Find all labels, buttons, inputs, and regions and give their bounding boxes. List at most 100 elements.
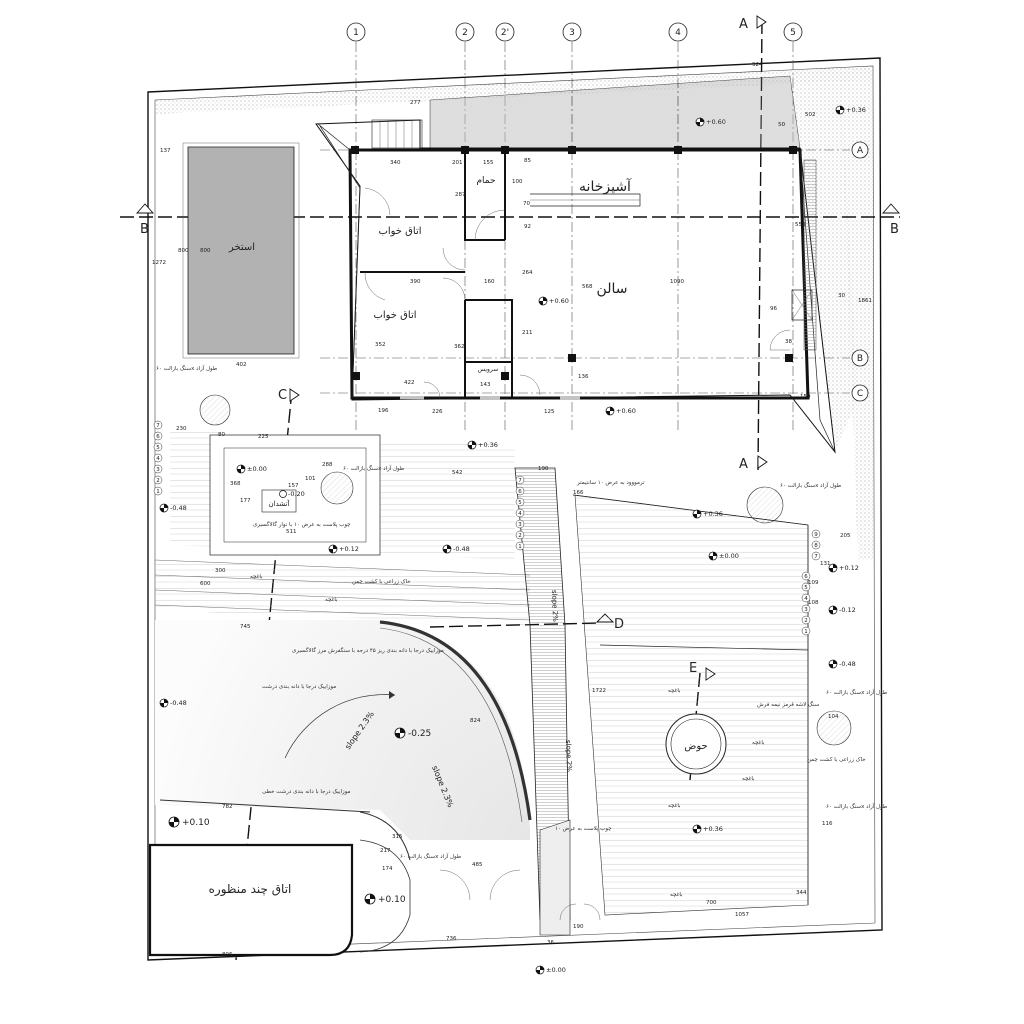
grid-bubble-row-a: A: [851, 141, 869, 159]
note-basalt-4: سنگ بازالت ۶۰x طول آزاد: [826, 689, 887, 696]
svg-text:+0.36: +0.36: [703, 510, 723, 518]
room-label-pond: حوض: [684, 741, 707, 752]
note-basalt-1: سنگ بازالت ۶۰x طول آزاد: [156, 365, 217, 372]
svg-text:402: 402: [236, 362, 247, 368]
room-label-kitchen: آشپزخانه: [579, 178, 632, 195]
svg-text:264: 264: [522, 270, 533, 276]
svg-text:80: 80: [218, 432, 225, 438]
svg-text:+0.36: +0.36: [846, 106, 866, 114]
grid-bubbles-rows: A B C: [851, 141, 869, 402]
grid-bubble-2prime: 2': [495, 22, 515, 42]
svg-text:2: 2: [804, 618, 808, 624]
svg-text:+0.10: +0.10: [182, 818, 210, 828]
grid-bubble-5: 5: [783, 22, 803, 42]
svg-text:C: C: [857, 389, 863, 399]
svg-text:50: 50: [778, 122, 785, 128]
svg-text:1861: 1861: [858, 298, 872, 304]
svg-text:924: 924: [752, 62, 763, 68]
svg-text:174: 174: [382, 866, 393, 872]
note-red-stone: سنگ لاشه قرمز نیمه فرش: [757, 701, 820, 708]
svg-text:3: 3: [518, 522, 522, 528]
note-basalt-5: سنگ بازالت ۶۰x طول آزاد: [826, 803, 887, 810]
note-basalt-2: سنگ بازالت ۶۰x طول آزاد: [343, 465, 404, 472]
level-marker-7: -0.20: [279, 490, 305, 498]
svg-text:568: 568: [582, 284, 593, 290]
svg-text:70: 70: [523, 201, 530, 207]
level-marker-15: -0.48: [828, 659, 856, 669]
svg-text:101: 101: [305, 476, 316, 482]
slope-label-walkway-1: slope 2%: [550, 590, 559, 623]
svg-text:-0.48: -0.48: [170, 504, 187, 512]
svg-text:157: 157: [288, 483, 299, 489]
svg-text:1272: 1272: [152, 260, 166, 266]
svg-text:390: 390: [410, 279, 421, 285]
svg-text:352: 352: [375, 342, 386, 348]
svg-text:824: 824: [470, 718, 481, 724]
level-marker-8: +0.12: [328, 544, 359, 554]
svg-text:277: 277: [410, 100, 421, 106]
svg-text:485: 485: [472, 862, 483, 868]
note-basalt-3: سنگ بازالت ۶۰x طول آزاد: [780, 482, 841, 489]
svg-text:125: 125: [544, 409, 555, 415]
svg-text:1722: 1722: [592, 688, 606, 694]
svg-text:4: 4: [675, 28, 681, 38]
svg-text:9: 9: [814, 532, 818, 538]
svg-text:38: 38: [785, 339, 792, 345]
svg-text:217: 217: [380, 848, 391, 854]
svg-text:6: 6: [518, 489, 522, 495]
level-marker-5: +0.36: [835, 105, 866, 115]
svg-text:362: 362: [454, 344, 465, 350]
room-label-bedroom-1: اتاق خواب: [378, 226, 421, 237]
level-marker-16: -0.48: [159, 698, 187, 708]
level-marker-18: +0.10: [168, 816, 210, 828]
svg-text:745: 745: [240, 624, 251, 630]
tree-circle-4: [816, 710, 852, 746]
garden-bed-label-2: باغچه: [325, 597, 338, 603]
level-marker-19: +0.10: [364, 893, 406, 905]
svg-text:±0.00: ±0.00: [719, 552, 739, 560]
svg-text:1: 1: [353, 28, 359, 38]
svg-text:806: 806: [222, 952, 233, 958]
level-marker-4: +0.36: [467, 440, 498, 450]
level-marker-6: ±0.00: [236, 464, 267, 474]
svg-text:300: 300: [215, 568, 226, 574]
room-label-salon: سالن: [597, 281, 628, 297]
svg-text:±0.00: ±0.00: [247, 465, 267, 473]
svg-text:+0.36: +0.36: [703, 825, 723, 833]
svg-text:344: 344: [796, 890, 807, 896]
level-marker-3: +0.60: [605, 406, 636, 416]
svg-text:3: 3: [569, 28, 575, 38]
section-label-a-top: A: [739, 17, 748, 32]
svg-text:553: 553: [795, 222, 806, 228]
note-thermowood: ترمووود به عرض ۱۰ سانتیمتر: [576, 480, 645, 486]
svg-text:A: A: [857, 146, 864, 156]
svg-text:201: 201: [452, 160, 463, 166]
svg-text:700: 700: [706, 900, 717, 906]
svg-text:288: 288: [322, 462, 333, 468]
section-label-b-right: B: [890, 222, 899, 237]
step-numbers-center: 7 6 5 4 3 2 1: [515, 475, 525, 551]
svg-text:7: 7: [156, 423, 160, 429]
svg-text:205: 205: [840, 533, 851, 539]
svg-text:+0.60: +0.60: [549, 297, 569, 305]
svg-text:4: 4: [518, 511, 522, 517]
svg-text:226: 226: [432, 409, 443, 415]
svg-text:109: 109: [808, 580, 819, 586]
svg-text:-0.48: -0.48: [170, 699, 187, 707]
svg-text:800: 800: [200, 248, 211, 254]
level-marker-10: -0.48: [442, 544, 470, 554]
step-numbers-right: 9 8 7 6 5 4 3 2 1: [801, 529, 821, 636]
svg-text:5: 5: [790, 28, 796, 38]
level-marker-20: +0.36: [692, 824, 723, 834]
svg-text:-0.20: -0.20: [288, 490, 305, 498]
level-marker-13: +0.12: [828, 563, 859, 573]
level-marker-1: +0.60: [695, 117, 726, 127]
level-markers: +0.60 +0.60 +0.60 +0.36 +0.36 ±0.00 -0.2…: [159, 105, 866, 975]
level-marker-21: ±0.00: [535, 965, 566, 975]
svg-text:-0.12: -0.12: [839, 606, 856, 614]
note-mosaic-3: موزاییک درجا با دانه بندی درشت خطی: [262, 788, 350, 795]
svg-text:7: 7: [518, 478, 522, 484]
level-marker-17: -0.25: [394, 727, 431, 739]
svg-text:190: 190: [573, 924, 584, 930]
svg-text:136: 136: [578, 374, 589, 380]
